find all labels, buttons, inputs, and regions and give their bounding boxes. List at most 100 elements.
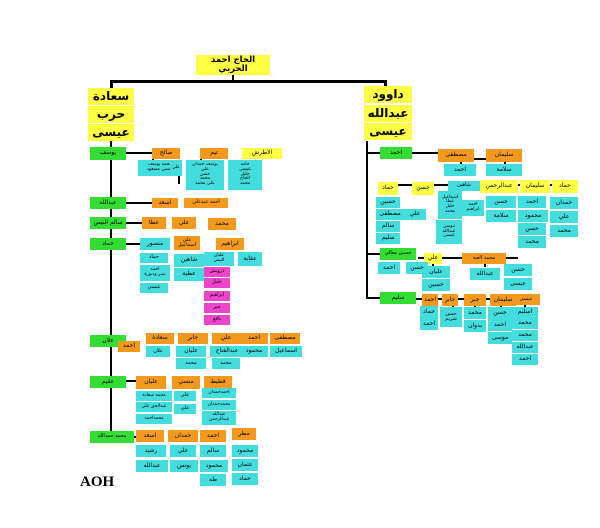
- person-o-ibrahim: ابراهيم: [216, 238, 244, 250]
- person-c-ali5: علي: [174, 404, 196, 414]
- person-y-hassan: حسن: [412, 182, 434, 195]
- person-c-ismail: اسماعيل: [270, 346, 302, 357]
- person-l-saada: سعادة: [88, 88, 134, 105]
- connector-line: [178, 176, 180, 184]
- person-c-younes: يونس: [170, 460, 198, 472]
- person-c-ahmad9: احمد: [488, 319, 512, 331]
- person-o-eisa: عيسى: [512, 294, 540, 305]
- person-o-saada: سعادة: [146, 333, 174, 344]
- person-c-shaheen: شاهين: [174, 254, 204, 267]
- person-c-abdullah3: عبدالله: [470, 268, 500, 280]
- person-o-tayam: تيم: [200, 148, 228, 159]
- person-o-hamdan: حمدان: [168, 430, 198, 442]
- person-c-ali7: علي: [404, 209, 426, 220]
- person-r-dawood: داوود: [364, 86, 412, 103]
- person-c-ahmad10: احمد: [512, 354, 538, 365]
- person-o-ali-ismail: علي اسماعيل: [174, 236, 200, 250]
- person-c-ismail-ata: اسماعيل عطا خليل محمد: [438, 191, 462, 219]
- person-c-mhd-ahmad: محمداحمد: [136, 414, 172, 424]
- person-o-ataa: عطا: [142, 217, 166, 229]
- person-c-abdullah-hamdan: عبدالله عبدالرحمن: [202, 411, 236, 425]
- connector-line: [110, 140, 112, 440]
- person-c-saleem: سليم: [376, 233, 400, 244]
- connector-line: [366, 297, 380, 299]
- person-c-mhd3: محمد: [212, 358, 240, 369]
- person-o-ahmad7: احمد: [422, 294, 438, 306]
- person-root: الحاج احمد الحربي: [196, 55, 270, 75]
- person-c-hamed: حامد عيسى خليل الحاج محمد: [228, 160, 262, 190]
- person-c-mustafa: مصطفى: [376, 209, 404, 220]
- person-c-salama: سلامة: [486, 164, 522, 176]
- person-c-mahmoud2: محمود: [200, 460, 228, 472]
- person-c-mahmoud3: محمود: [232, 445, 258, 457]
- person-o-jaber: جابر: [178, 333, 208, 344]
- person-o-mutar: مطر: [232, 428, 256, 440]
- person-c-eisa1: عيسى: [140, 283, 168, 293]
- person-c-abdulhaq: عبدالحق علي: [136, 402, 172, 412]
- person-c-ahmad-nasr: احمد نصر ودبورة: [140, 265, 170, 281]
- person-o-alayan3: عليان: [136, 376, 166, 389]
- person-y-hammad2: حماد: [552, 180, 578, 193]
- person-c-hassan4: حسن: [406, 262, 428, 274]
- person-c-hammad4: حماد: [420, 306, 438, 318]
- person-o-mustafa: مصطفى: [270, 333, 300, 344]
- person-c-mahmoud1: محمود: [240, 346, 268, 357]
- person-c-esleem: اسليم: [512, 307, 538, 318]
- person-o-ahmad-ali: احمد عبدعلي: [184, 198, 228, 208]
- person-r-eisa: عيسى: [364, 123, 412, 140]
- person-g-aqeem: عقيم: [90, 376, 126, 388]
- person-l-harb: حرب: [88, 106, 134, 123]
- connector-line: [384, 80, 387, 88]
- connector-line: [110, 222, 144, 224]
- person-m-ibrahim: ابراهيم: [204, 291, 230, 301]
- person-c-salama2: سلامة: [486, 210, 516, 222]
- person-c-mousa: موسى عبدالله عيسى: [436, 220, 462, 244]
- person-c-hussein: حسين: [376, 197, 400, 208]
- person-c-hassan2: حسن: [486, 196, 516, 208]
- connector-line: [232, 75, 234, 81]
- person-c-hussein2: حسين: [422, 279, 450, 291]
- person-o-suleiman2: سليمان: [490, 294, 516, 306]
- person-c-rashid: رشيد: [136, 445, 166, 457]
- person-c-mhd4: محمد: [518, 236, 546, 248]
- person-c-mhd8: محمد: [512, 330, 538, 341]
- connector-line: [366, 253, 380, 255]
- person-c-mousa2: موسى: [488, 332, 512, 344]
- person-c-eisa2: عيسى: [504, 278, 532, 290]
- person-g-hammad: حماد: [90, 238, 126, 250]
- person-c-mhd-hamdan: محمدحمدان: [202, 400, 236, 410]
- person-c-ahmad-ibrahim: احمد ابراهيم: [462, 200, 484, 216]
- person-c-shaheen2: شاهين: [448, 181, 480, 191]
- person-c-salem2: سالم: [200, 445, 226, 457]
- person-m-jabr: جبر: [204, 303, 230, 313]
- person-g-ahmad: احمد: [380, 147, 412, 159]
- person-c-othman: عثمان: [232, 459, 258, 471]
- person-c-hassan-shreim: حسن شريم: [440, 307, 462, 327]
- person-o-ahmad2: احمد: [240, 333, 268, 344]
- person-c-mhd2: محمد: [176, 358, 206, 369]
- person-c-ali8: علي: [550, 211, 578, 223]
- person-m-darwish: درويش: [204, 267, 230, 277]
- connector-line: [504, 158, 506, 166]
- person-o-asaad2: اسعد: [136, 430, 164, 442]
- person-g-hussein-maali: حسين معالي: [380, 248, 416, 260]
- person-o-menssi: منسي: [172, 376, 200, 389]
- person-l-eisa: عيسى: [88, 124, 134, 141]
- person-y-ali: علي: [424, 253, 442, 264]
- person-c-alayan4: عليان: [422, 266, 450, 278]
- person-o-ahmad1: احمد: [118, 341, 140, 352]
- person-o-saleh: صالح: [152, 148, 180, 159]
- person-c-mhd6: محمد: [464, 307, 486, 319]
- person-o-suleiman: سليمان: [486, 149, 522, 162]
- person-o-jaber2: جابر: [442, 294, 458, 306]
- person-o-ali3: علي: [212, 333, 240, 344]
- connector-line: [110, 243, 144, 245]
- person-c-abdullah4: عبدالله: [512, 342, 538, 353]
- person-c-alan2: علان: [146, 346, 170, 357]
- author-signature: AOH: [80, 474, 115, 490]
- person-c-ali1: علي: [170, 160, 182, 176]
- person-c-mansour: منصور: [140, 238, 170, 250]
- person-c-salem3: سالم: [376, 221, 400, 232]
- person-m-nafe: نافع: [204, 315, 230, 325]
